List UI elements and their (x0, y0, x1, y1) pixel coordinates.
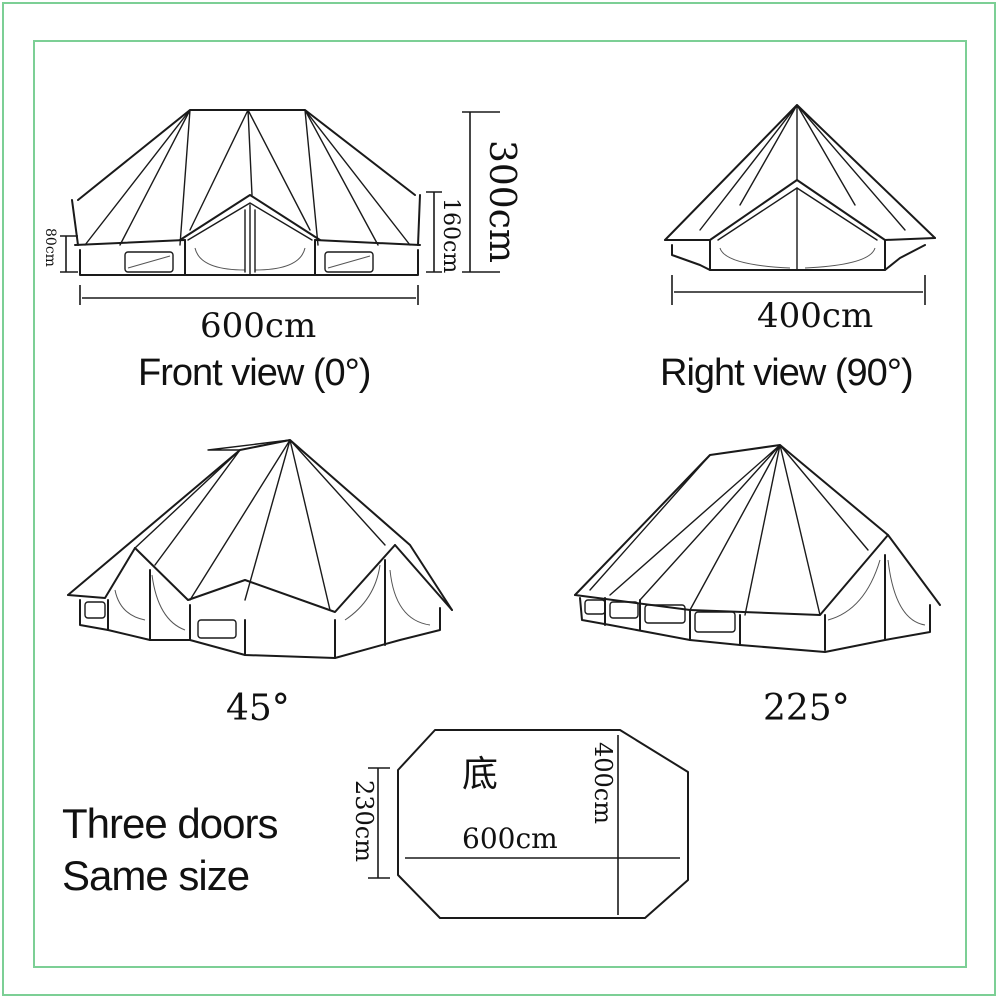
view-45-caption: 45° (226, 688, 290, 729)
view-225-caption: 225° (763, 688, 850, 729)
note-line-2: Same size (62, 852, 250, 899)
front-height-dim: 300cm (481, 140, 522, 264)
floor-plan (368, 729, 689, 919)
front-view-dimensions (60, 111, 500, 305)
floor-width-dim: 400cm (589, 742, 617, 825)
front-width-dim: 600cm (200, 306, 317, 346)
view-45-tent (67, 439, 453, 659)
view-225-tent (574, 444, 941, 653)
floor-length-dim: 600cm (462, 822, 558, 855)
right-view-dimensions (671, 275, 926, 305)
floor-label: 底 (462, 754, 499, 795)
right-view-caption: Right view (90°) (660, 352, 914, 394)
right-view-tent (664, 104, 936, 271)
front-wall-height-dim: 80cm (42, 228, 58, 267)
floor-side-dim: 230cm (350, 780, 378, 863)
front-view-tent (71, 109, 421, 276)
front-view-caption: Front view (0°) (138, 352, 371, 394)
note-line-1: Three doors (62, 800, 278, 847)
right-width-dim: 400cm (757, 296, 874, 336)
inner-border (33, 40, 967, 968)
front-side-height-dim: 160cm (438, 198, 463, 274)
